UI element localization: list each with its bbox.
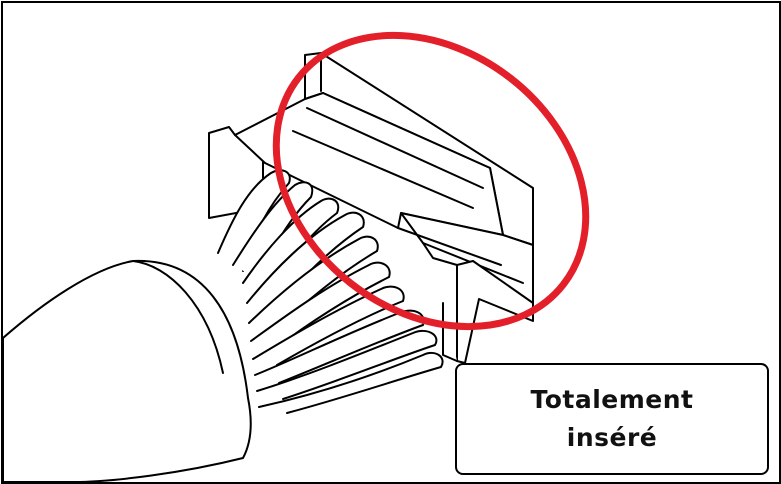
wire-bundle [217, 169, 444, 414]
connector-illustration [3, 31, 590, 482]
callout-line-1: Totalement [530, 385, 694, 414]
cable-jacket [3, 259, 252, 482]
connector-housing [208, 52, 534, 364]
callout-box: Totalement inséré [455, 363, 769, 475]
callout-line-2: inséré [566, 423, 658, 452]
highlight-ellipse [272, 31, 590, 331]
